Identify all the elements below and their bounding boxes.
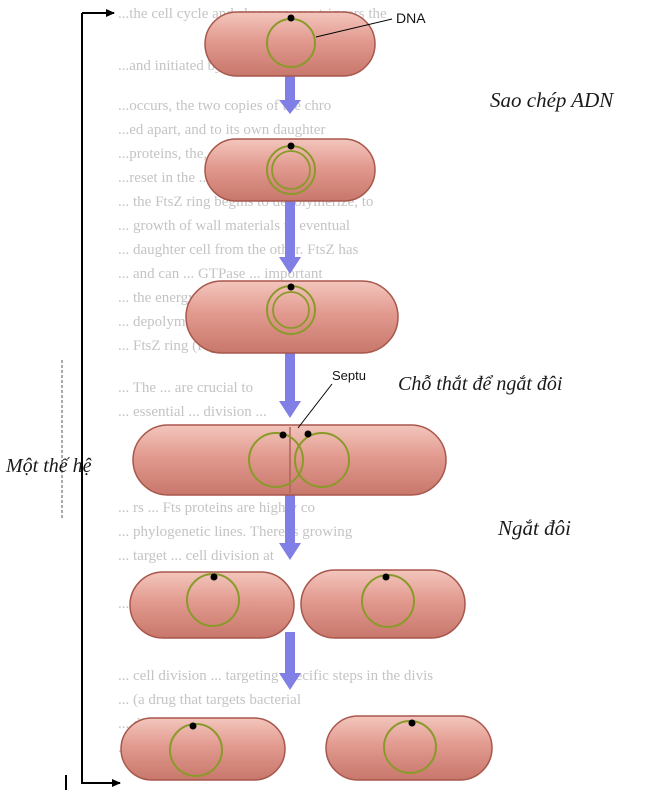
- fission-label: Ngắt đôi: [498, 516, 571, 541]
- bacterial-cell: [205, 139, 375, 201]
- bacterial-cell-dividing: [133, 425, 446, 495]
- down-arrow: [279, 352, 301, 418]
- bacterial-cell: [186, 281, 398, 353]
- generation-bracket: [62, 13, 120, 790]
- daughter-cell: [121, 718, 285, 780]
- down-arrow: [279, 76, 301, 114]
- replication-label: Sao chép ADN: [490, 88, 613, 113]
- septum-pointer-line: [298, 384, 332, 428]
- septum-formation-label: Chỗ thắt để ngắt đôi: [398, 373, 562, 396]
- daughter-cell: [326, 716, 492, 780]
- septum-label: Septu: [332, 368, 384, 383]
- daughter-cell: [301, 570, 465, 638]
- down-arrow: [279, 494, 301, 560]
- generation-label: Một thế hệ: [6, 455, 92, 478]
- down-arrow: [279, 200, 301, 274]
- daughter-cell: [130, 572, 294, 638]
- down-arrow: [279, 632, 301, 690]
- dna-label: DNA: [396, 10, 426, 26]
- bacterial-cell: [205, 12, 375, 76]
